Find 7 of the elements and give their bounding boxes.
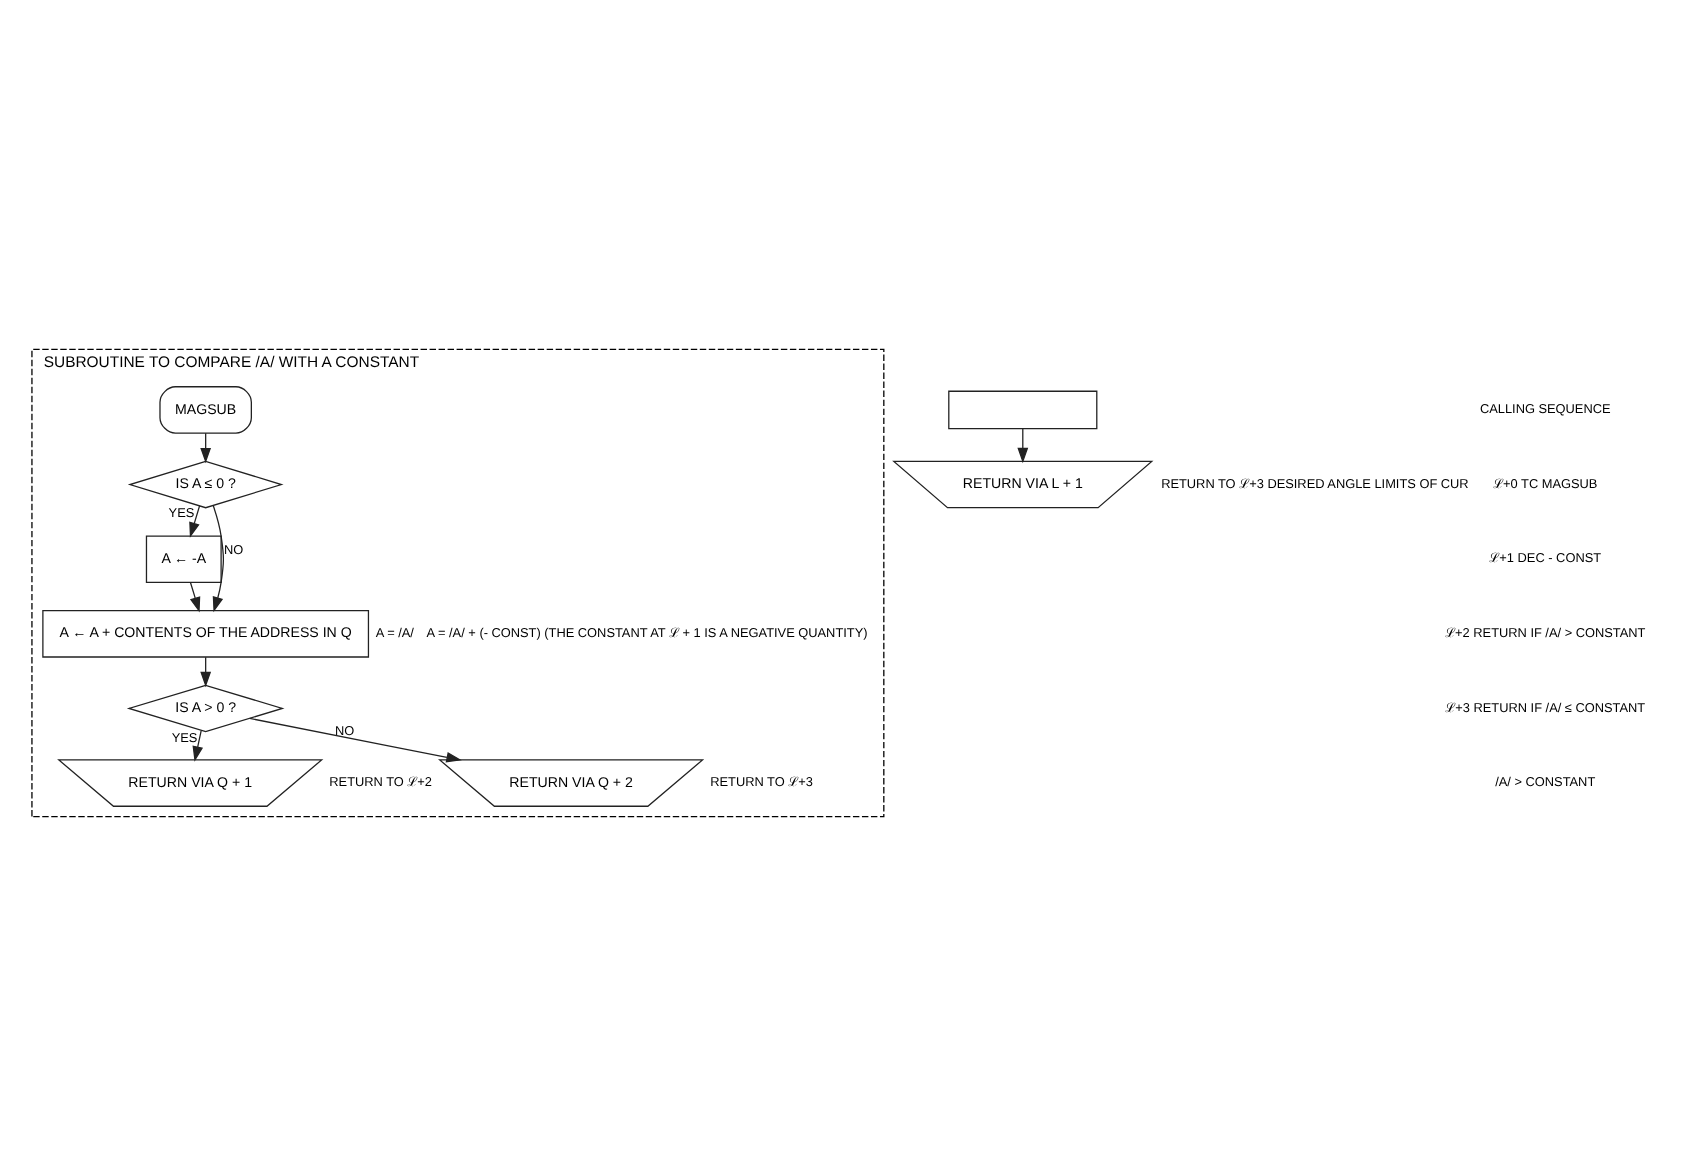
arrow xyxy=(249,717,462,763)
arrow xyxy=(192,729,204,762)
arrow xyxy=(1017,428,1029,464)
arrow xyxy=(212,504,225,613)
node-box xyxy=(948,390,1098,430)
arrow xyxy=(189,505,201,538)
arrow xyxy=(189,581,201,613)
